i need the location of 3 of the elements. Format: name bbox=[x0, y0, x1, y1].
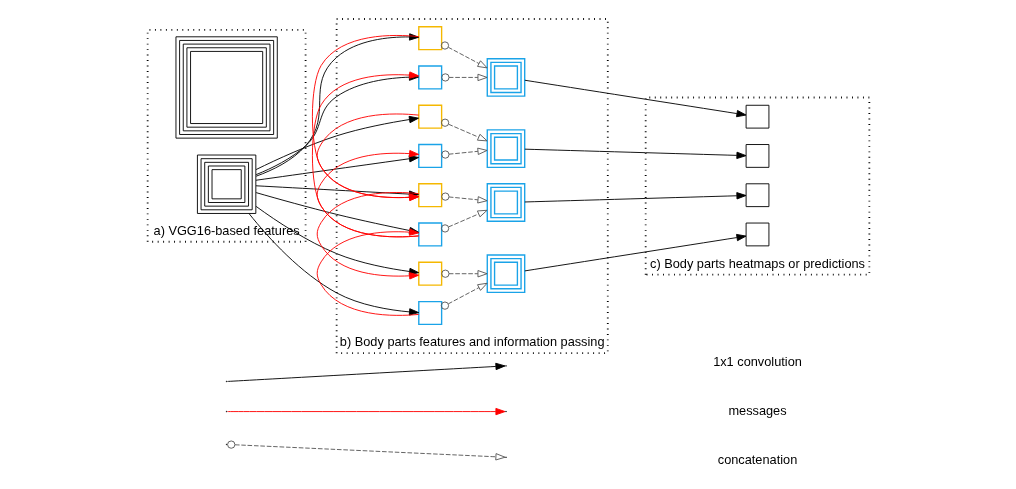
legend-label: 1x1 convolution bbox=[712, 353, 802, 369]
legend-label: concatenation bbox=[717, 452, 797, 468]
legend-label: messages bbox=[727, 402, 787, 418]
